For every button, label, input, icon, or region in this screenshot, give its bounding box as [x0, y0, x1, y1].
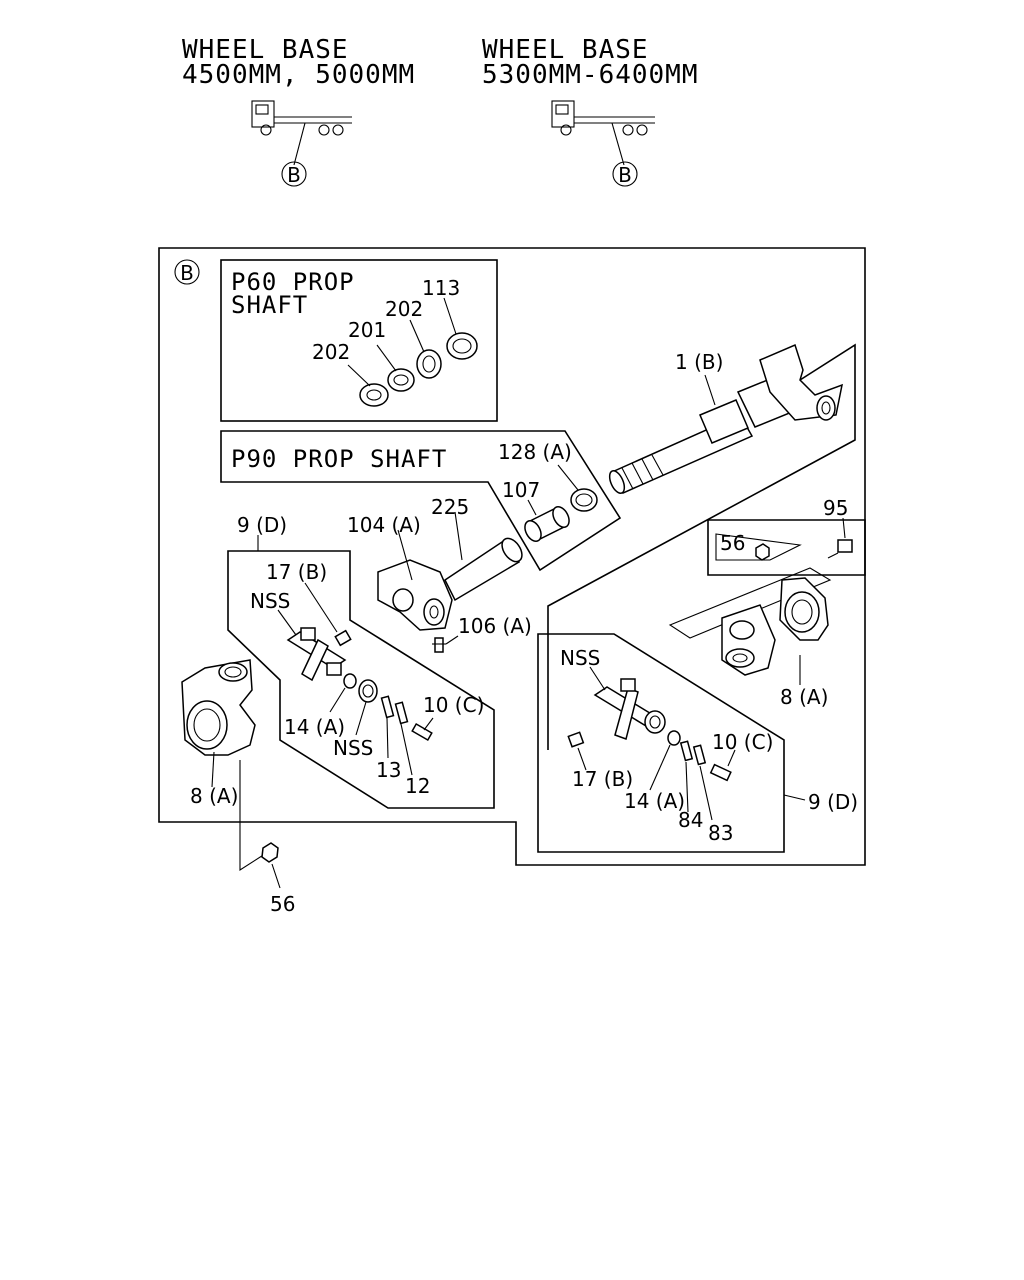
label-8a-left: 8 (A) — [190, 784, 238, 808]
cross-joint-right — [593, 678, 666, 740]
nut-leader-bottom — [239, 760, 269, 872]
label-225: 225 — [431, 495, 469, 519]
callout-b-right — [612, 161, 638, 187]
label-nss-right: NSS — [560, 646, 600, 670]
label-9d-left: 9 (D) — [237, 513, 287, 537]
label-9d-right: 9 (D) — [808, 790, 858, 814]
washer-14a-right — [667, 730, 681, 746]
label-13: 13 — [376, 758, 401, 782]
label-8a-right: 8 (A) — [780, 685, 828, 709]
p90-box — [220, 430, 622, 572]
right-flange-box — [707, 519, 866, 576]
p60-washer-202-top — [416, 349, 442, 379]
nut-56-right — [755, 543, 770, 561]
wheelbase-right-line2: 5300MM-6400MM — [482, 60, 699, 90]
plate-83-right — [692, 744, 707, 766]
truck-icon-left — [251, 100, 352, 136]
kit-right-box — [537, 633, 785, 853]
p60-seal-113 — [446, 332, 478, 360]
label-56-right: 56 — [720, 531, 745, 555]
label-113: 113 — [422, 276, 460, 300]
wheelbase-left-line1: WHEEL BASE — [182, 35, 349, 65]
detail-marker-label: B — [180, 261, 194, 285]
label-12: 12 — [405, 774, 430, 798]
callout-b-left-label: B — [287, 163, 301, 187]
detail-marker — [174, 259, 200, 285]
bolt-10c-left — [411, 723, 433, 741]
fitting-17b-left — [334, 629, 352, 647]
flange-right-plane — [668, 567, 832, 639]
fitting-106a — [432, 637, 446, 653]
plate-13-left — [380, 695, 395, 719]
kit-left-box — [227, 550, 495, 809]
callout-b-right-label: B — [618, 163, 632, 187]
shaft-bracket — [547, 343, 856, 750]
label-104a: 104 (A) — [347, 513, 421, 537]
label-201: 201 — [348, 318, 386, 342]
label-14a-right: 14 (A) — [624, 789, 685, 813]
p60-box — [220, 259, 498, 422]
p90-bushing-107 — [524, 505, 570, 543]
label-nss-left-bottom: NSS — [333, 736, 373, 760]
nut-56-right-bracket — [715, 533, 802, 561]
wheelbase-right-line1: WHEEL BASE — [482, 35, 649, 65]
label-56-bottom: 56 — [270, 892, 295, 916]
wheelbase-left-line2: 4500MM, 5000MM — [182, 60, 415, 90]
label-83: 83 — [708, 821, 733, 845]
label-10c-left: 10 (C) — [423, 693, 484, 717]
label-10c-right: 10 (C) — [712, 730, 773, 754]
shaft-1b — [608, 343, 843, 494]
washer-14a-left — [343, 673, 357, 689]
label-106a: 106 (A) — [458, 614, 532, 638]
label-nss-left-top: NSS — [250, 589, 290, 613]
header-right: WHEEL BASE 5300MM-6400MM B — [482, 35, 699, 187]
p60-title-line1: P60 PROP — [231, 268, 355, 296]
yoke-104a-tube-225 — [377, 537, 523, 631]
p60-title-line2: SHAFT — [231, 291, 308, 319]
p90-title: P90 PROP SHAFT — [231, 445, 447, 473]
p90-ring-128 — [570, 488, 598, 512]
label-17b-left: 17 (B) — [266, 560, 327, 584]
p60-washer-202-bottom — [359, 383, 389, 407]
header-left: WHEEL BASE 4500MM, 5000MM B — [182, 35, 415, 187]
label-107: 107 — [502, 478, 540, 502]
bolt-95 — [827, 539, 853, 559]
callout-b-left — [281, 161, 307, 187]
label-128a: 128 (A) — [498, 440, 572, 464]
bearing-nss-left — [358, 679, 378, 703]
nut-56-bottom — [261, 842, 279, 863]
detail-frame — [158, 247, 866, 866]
flange-8a-left — [181, 659, 256, 756]
plate-84-right — [679, 740, 694, 762]
label-95: 95 — [823, 496, 848, 520]
fitting-17b-right — [567, 731, 585, 748]
truck-icon-right — [551, 100, 655, 136]
label-84: 84 — [678, 808, 703, 832]
bolt-10c-right — [709, 763, 732, 782]
flange-8a-right — [721, 577, 829, 676]
cross-joint-left — [286, 627, 347, 682]
p60-washer-201 — [387, 368, 415, 392]
plate-12-left — [394, 701, 409, 725]
label-17b-right: 17 (B) — [572, 767, 633, 791]
label-202-bottom: 202 — [312, 340, 350, 364]
label-202-top: 202 — [385, 297, 423, 321]
label-14a-left: 14 (A) — [284, 715, 345, 739]
label-1b: 1 (B) — [675, 350, 723, 374]
